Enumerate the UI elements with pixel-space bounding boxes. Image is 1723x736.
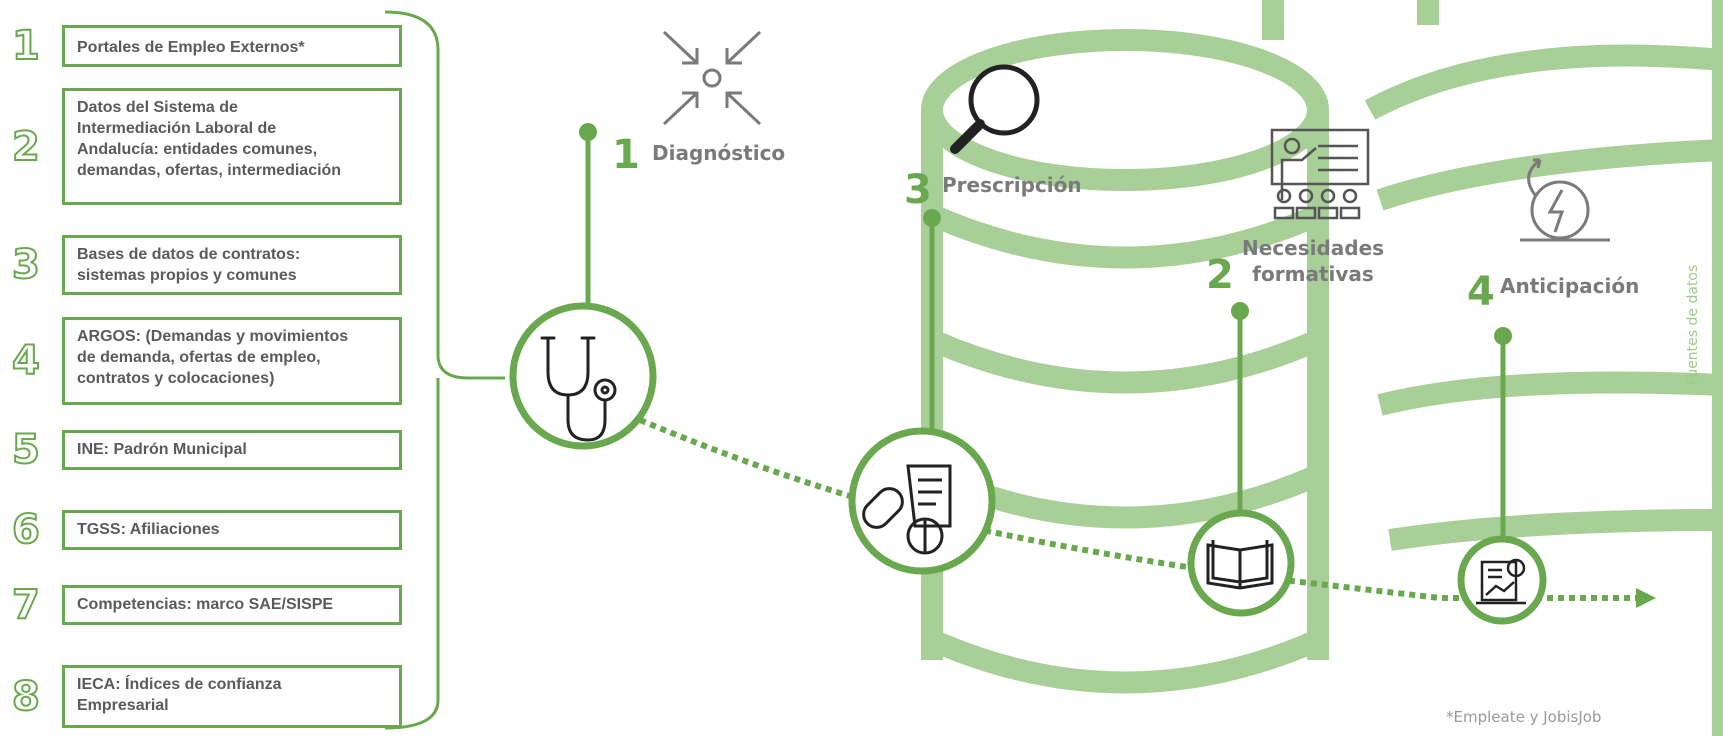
open-book-icon: [1206, 540, 1274, 590]
source-number-1: 1: [11, 23, 41, 69]
source-box-7: Competencias: marco SAE/SISPE: [62, 585, 402, 625]
database-cylinder-right: [1364, 0, 1723, 736]
magnifier-icon: [950, 64, 1040, 154]
anticipacion-number: 4: [1467, 269, 1495, 315]
diagnostico-label: Diagnóstico: [652, 141, 786, 165]
anticipacion-circle: [1457, 535, 1547, 625]
source-number-6: 6: [11, 507, 41, 553]
source-number-4: 4: [11, 338, 41, 384]
source-box-3: Bases de datos de contratos: sistemas pr…: [62, 235, 402, 295]
source-number-8: 8: [11, 673, 41, 720]
prescripcion-circle: [848, 427, 996, 575]
source-box-1: Portales de Empleo Externos*: [62, 25, 402, 67]
source-box-8: IECA: Índices de confianza Empresarial: [62, 665, 402, 728]
diagnostico-circle: [509, 302, 657, 450]
source-number-2: 2: [11, 123, 41, 170]
prescripcion-number: 3: [904, 167, 932, 213]
source-box-2: Datos del Sistema de Intermediación Labo…: [62, 88, 402, 205]
classroom-teacher-icon: [1270, 128, 1370, 220]
footnote: *Empleate y JobisJob: [1446, 708, 1602, 726]
sources-bracket: [384, 10, 505, 730]
necesidades-label: Necesidades formativas: [1242, 236, 1385, 286]
source-number-7: 7: [11, 582, 41, 628]
stage-stems: [585, 132, 1506, 536]
stethoscope-icon: [540, 336, 617, 442]
source-box-5: INE: Padrón Municipal: [62, 430, 402, 470]
anticipacion-label: Anticipación: [1500, 274, 1640, 298]
prescription-pills-icon: [862, 464, 952, 555]
lightning-cycle-icon: [1520, 158, 1610, 242]
necesidades-number: 2: [1206, 252, 1234, 298]
side-label: Fuentes de datos: [1685, 264, 1701, 385]
stem-dots: [579, 123, 1512, 345]
source-box-6: TGSS: Afiliaciones: [62, 510, 402, 550]
source-box-4: ARGOS: (Demandas y movimientos de demand…: [62, 317, 402, 405]
report-analytics-icon: [1476, 558, 1526, 605]
diagnostico-number: 1: [612, 132, 640, 178]
source-number-5: 5: [11, 427, 41, 473]
flow-dotted-line: [638, 417, 1640, 601]
flow-arrow-head: [1636, 588, 1656, 608]
compress-arrows-icon: [662, 30, 762, 126]
source-number-3: 3: [11, 242, 41, 288]
prescripcion-label: Prescripción: [942, 173, 1082, 197]
